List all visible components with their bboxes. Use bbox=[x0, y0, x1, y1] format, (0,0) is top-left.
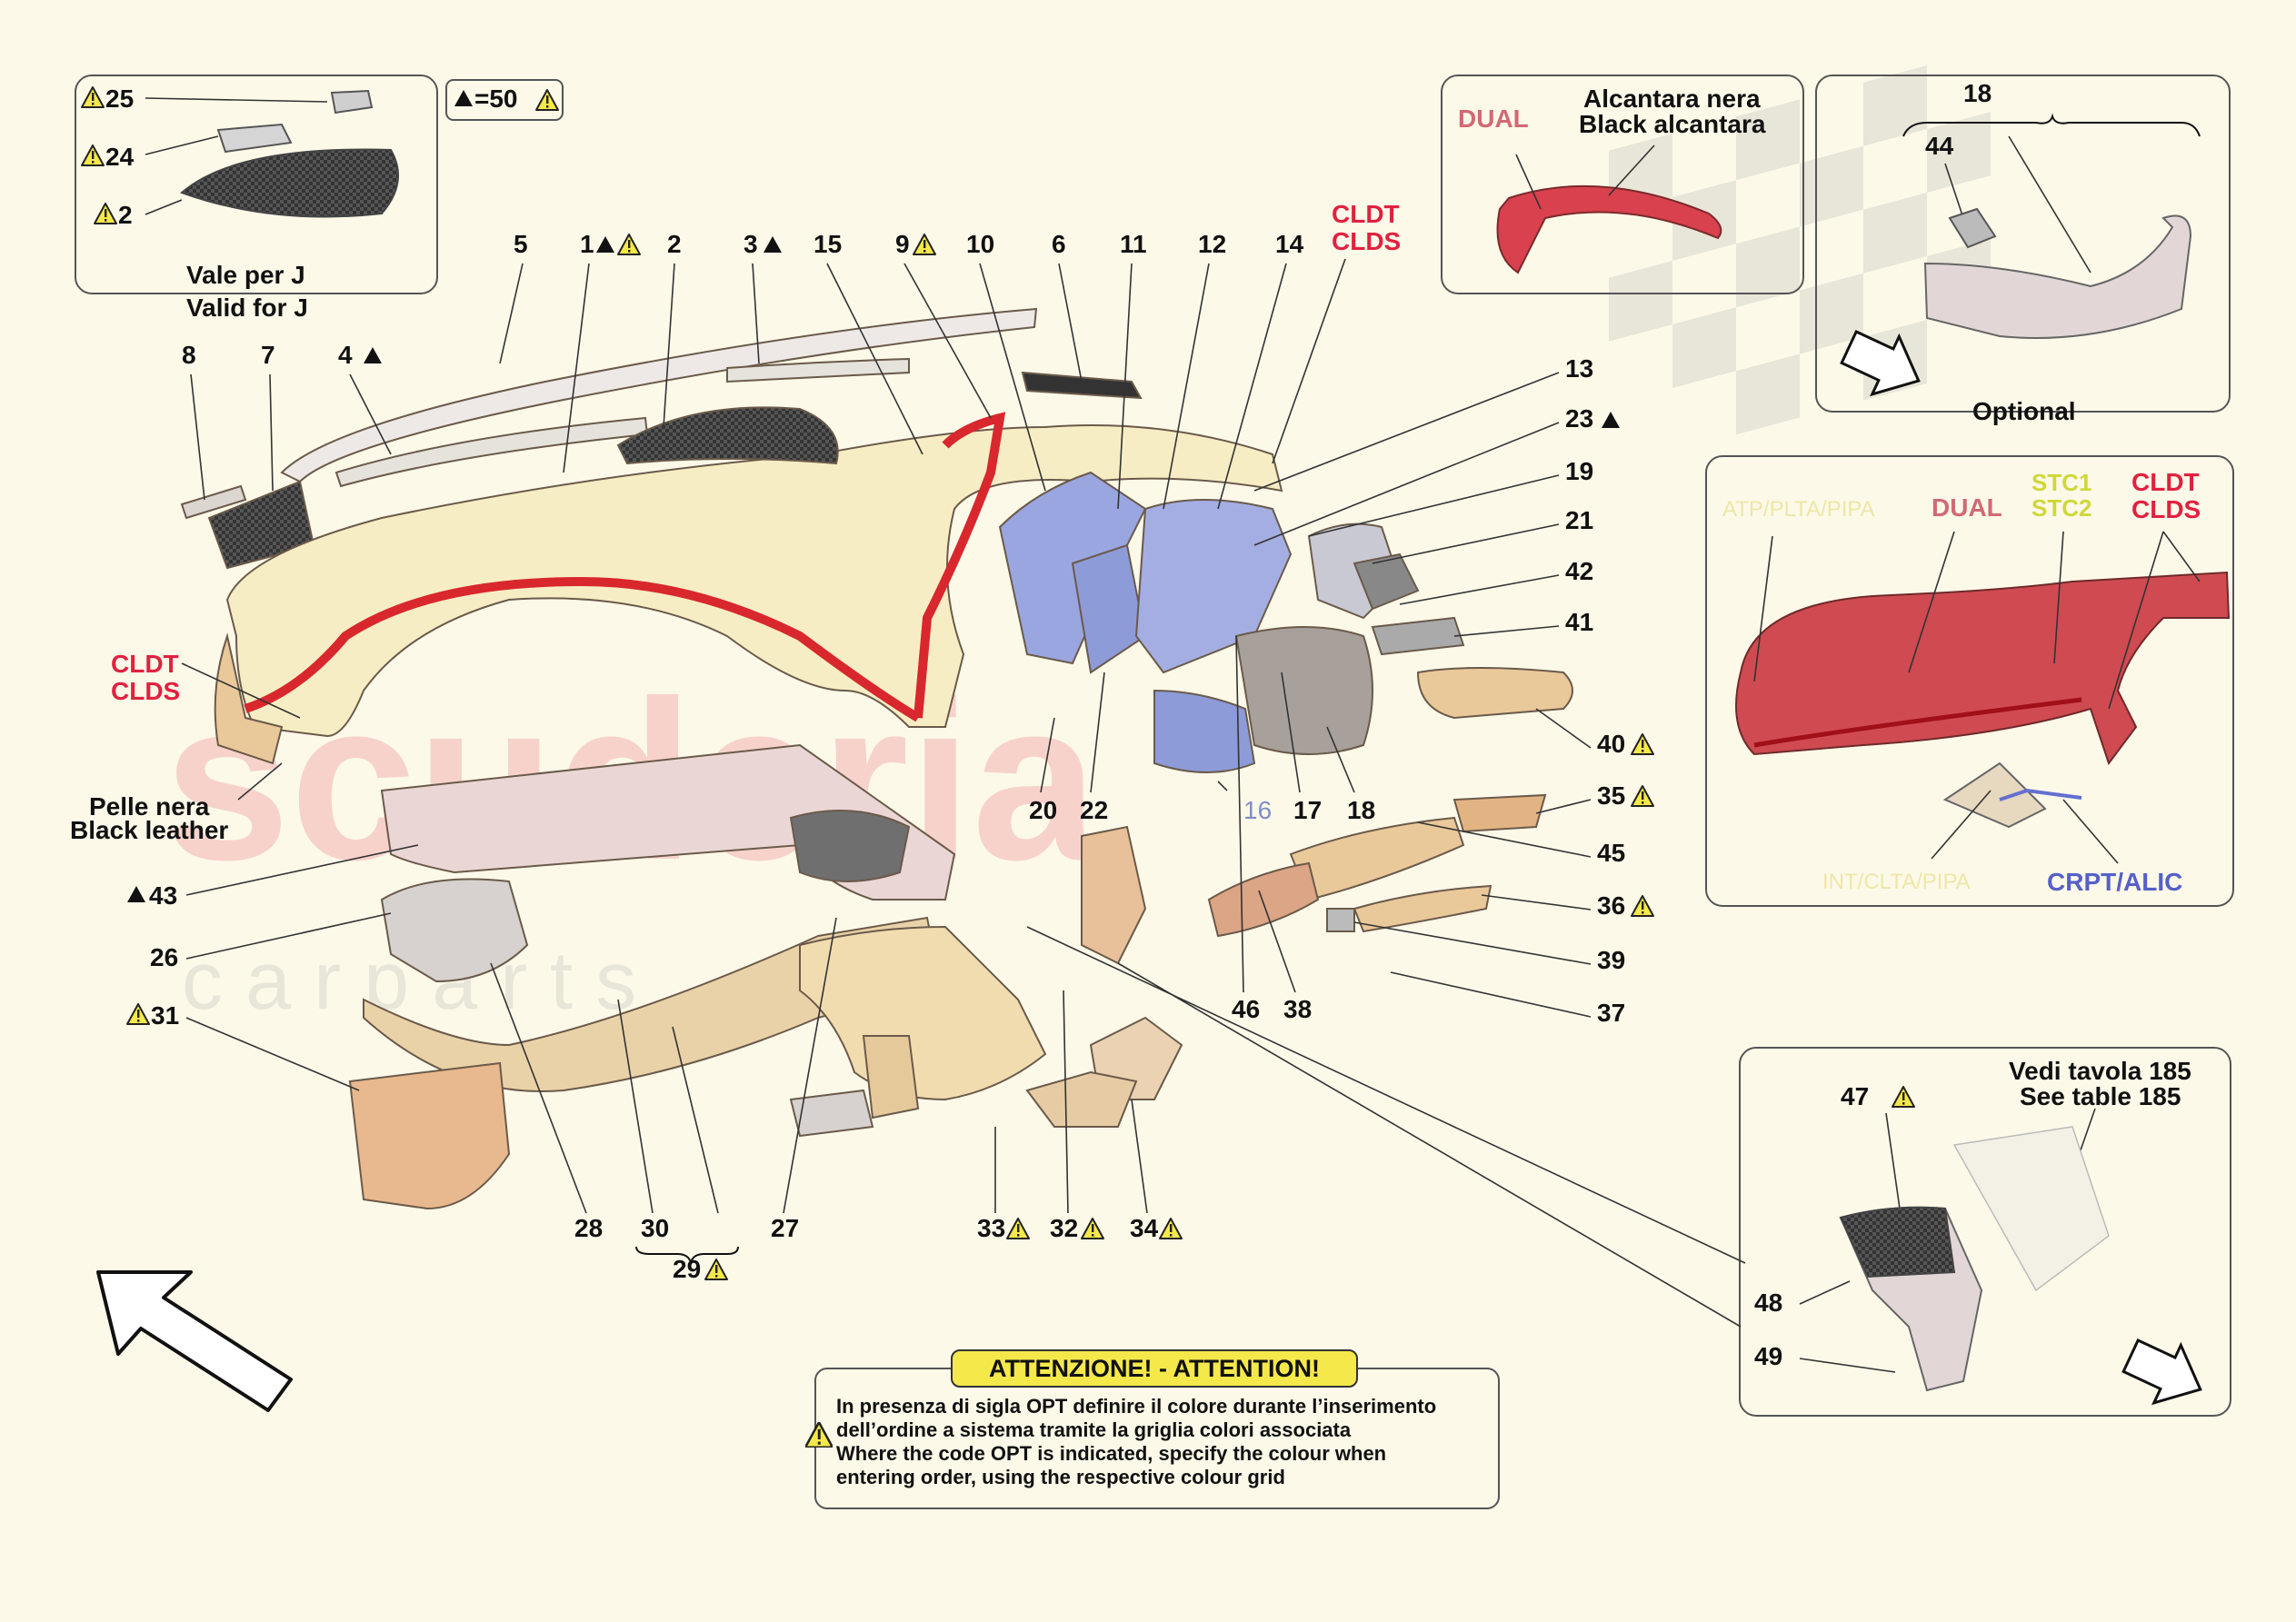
label-43: 43 bbox=[149, 881, 177, 910]
table-line2: See table 185 bbox=[2020, 1082, 2181, 1110]
leather-line1: Pelle nera bbox=[89, 792, 210, 821]
label-4: 4 bbox=[338, 341, 353, 369]
label-18-opt: 18 bbox=[1963, 79, 1992, 107]
alcantara-line1: Alcantara nera bbox=[1583, 85, 1761, 113]
options-faint-bottom: INT/CLTA/PIPA bbox=[1822, 870, 1971, 894]
table-line1: Vedi tavola 185 bbox=[2009, 1057, 2191, 1085]
label-10: 10 bbox=[966, 230, 994, 258]
label-47: 47 bbox=[1841, 1082, 1869, 1110]
label-19: 19 bbox=[1565, 457, 1593, 485]
label-39: 39 bbox=[1597, 946, 1625, 974]
label-21: 21 bbox=[1565, 506, 1593, 534]
label-16: 16 bbox=[1243, 796, 1272, 824]
label-22: 22 bbox=[1080, 796, 1108, 824]
options-cldt: CLDT bbox=[2131, 468, 2200, 496]
label-25: 25 bbox=[105, 85, 134, 113]
optional-caption: Optional bbox=[1972, 397, 2076, 425]
warning-icon bbox=[805, 1422, 833, 1448]
notice-title: ATTENZIONE! - ATTENTION! bbox=[951, 1349, 1358, 1388]
label-35: 35 bbox=[1597, 781, 1625, 810]
direction-arrow-icon bbox=[96, 1270, 293, 1412]
label-29: 29 bbox=[673, 1255, 701, 1283]
inset-optional: 18 44 Optional bbox=[1815, 75, 2231, 425]
label-33: 33 bbox=[977, 1214, 1005, 1242]
label-46: 46 bbox=[1232, 995, 1260, 1023]
label-26: 26 bbox=[150, 943, 178, 971]
label-15: 15 bbox=[814, 230, 842, 258]
legend-triangle-box: =50 bbox=[445, 79, 564, 121]
label-31: 31 bbox=[151, 1001, 179, 1030]
label-37: 37 bbox=[1597, 999, 1625, 1027]
label-45: 45 bbox=[1597, 839, 1625, 867]
label-23: 23 bbox=[1565, 404, 1593, 433]
label-9: 9 bbox=[895, 230, 910, 258]
label-38: 38 bbox=[1283, 995, 1312, 1023]
label-2-inset: 2 bbox=[118, 201, 133, 229]
label-14: 14 bbox=[1275, 230, 1304, 258]
inset-valid-line2: Valid for J bbox=[186, 294, 308, 322]
legend-eq-50: =50 bbox=[474, 85, 518, 113]
code-cldt-left: CLDT bbox=[111, 650, 179, 678]
options-dual: DUAL bbox=[1932, 493, 2002, 522]
label-17: 17 bbox=[1293, 796, 1322, 824]
options-stc1: STC1 bbox=[2031, 469, 2091, 496]
code-cldt-top: CLDT bbox=[1332, 200, 1400, 228]
alcantara-dual: DUAL bbox=[1458, 104, 1529, 133]
label-40: 40 bbox=[1597, 730, 1625, 758]
options-clds: CLDS bbox=[2131, 495, 2201, 523]
notice-line-3: Where the code OPT is indicated, specify… bbox=[836, 1442, 1387, 1465]
label-28: 28 bbox=[574, 1214, 603, 1242]
options-crpt: CRPT/ALIC bbox=[2047, 868, 2182, 896]
inset-colour-options: ATP/PLTA/PIPA DUAL STC1 STC2 CLDT CLDS I… bbox=[1705, 455, 2234, 907]
label-6: 6 bbox=[1052, 230, 1066, 258]
label-11: 11 bbox=[1120, 230, 1147, 258]
notice-line-1: In presenza di sigla OPT definire il col… bbox=[836, 1395, 1437, 1418]
label-8: 8 bbox=[182, 341, 196, 369]
alcantara-line2: Black alcantara bbox=[1579, 110, 1766, 138]
notice-line-2: dell’ordine a sistema tramite la griglia… bbox=[836, 1418, 1352, 1441]
attention-notice: ATTENZIONE! - ATTENTION! In presenza di … bbox=[805, 1349, 1500, 1509]
inset-valid-for-j: 25 24 2 Vale per J Valid for J bbox=[75, 75, 438, 322]
label-42: 42 bbox=[1565, 557, 1593, 585]
label-3: 3 bbox=[744, 230, 758, 258]
options-faint-left: ATP/PLTA/PIPA bbox=[1722, 497, 1875, 522]
label-48: 48 bbox=[1754, 1289, 1782, 1317]
inset-valid-line1: Vale per J bbox=[186, 261, 305, 289]
label-12: 12 bbox=[1198, 230, 1226, 258]
label-24: 24 bbox=[105, 143, 135, 171]
parts-drawing bbox=[180, 307, 1573, 1210]
label-36: 36 bbox=[1597, 891, 1625, 920]
label-1: 1 bbox=[580, 230, 594, 258]
code-clds-top: CLDS bbox=[1332, 227, 1401, 255]
label-49: 49 bbox=[1754, 1342, 1782, 1370]
label-13: 13 bbox=[1565, 354, 1593, 383]
inset-alcantara: DUAL Alcantara nera Black alcantara bbox=[1441, 75, 1804, 294]
code-clds-left: CLDS bbox=[111, 677, 180, 705]
label-32: 32 bbox=[1050, 1214, 1078, 1242]
inset-see-table-185: Vedi tavola 185 See table 185 47 48 49 bbox=[1739, 1047, 2231, 1417]
label-44-opt: 44 bbox=[1925, 132, 1954, 160]
label-7: 7 bbox=[261, 341, 275, 369]
label-30: 30 bbox=[641, 1214, 669, 1242]
label-41: 41 bbox=[1565, 608, 1593, 636]
label-27: 27 bbox=[771, 1214, 799, 1242]
label-34: 34 bbox=[1130, 1214, 1159, 1242]
labels-and-leaders: 5 1 2 3 15 9 10 6 11 12 14 CLDT CLDS 13 … bbox=[70, 200, 1746, 1328]
notice-line-4: entering order, using the respective col… bbox=[836, 1466, 1285, 1488]
leather-line2: Black leather bbox=[70, 816, 228, 844]
label-20: 20 bbox=[1029, 796, 1057, 824]
label-5: 5 bbox=[514, 230, 528, 258]
options-stc2: STC2 bbox=[2031, 494, 2091, 522]
label-18: 18 bbox=[1347, 796, 1375, 824]
label-2: 2 bbox=[667, 230, 682, 258]
